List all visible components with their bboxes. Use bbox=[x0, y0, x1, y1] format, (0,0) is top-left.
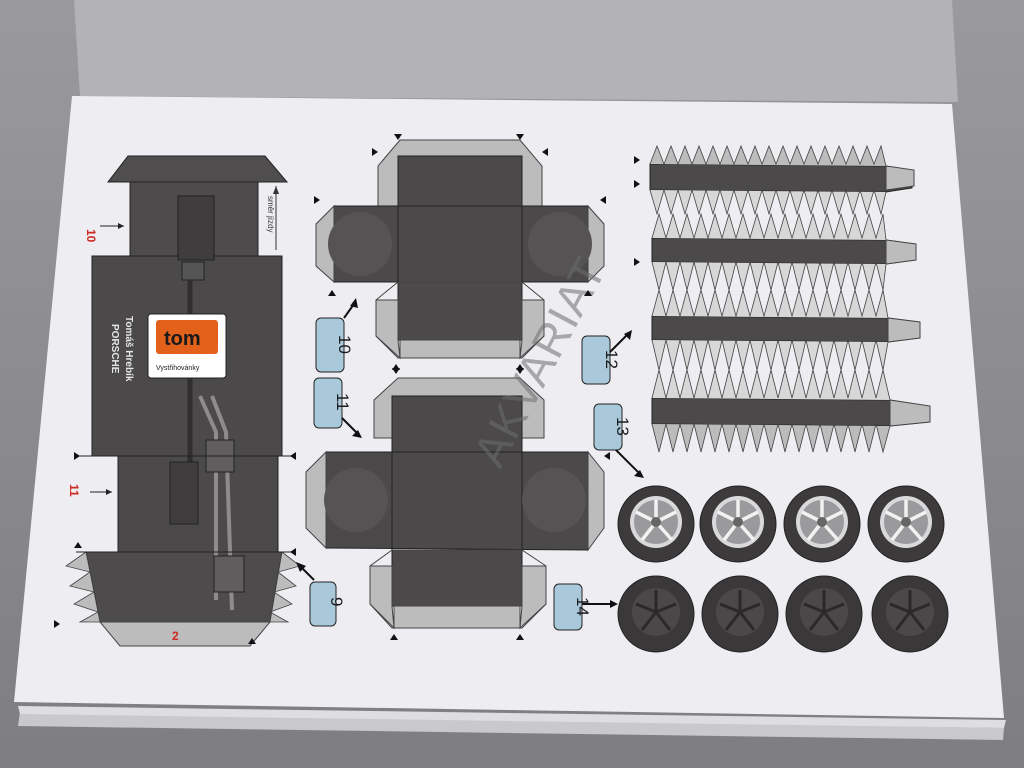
part-label-14: 14 bbox=[553, 583, 618, 631]
paper-stack-edge bbox=[18, 712, 1004, 740]
wheel-dark bbox=[785, 575, 863, 653]
marker-11-text: 11 bbox=[67, 484, 81, 497]
part-label-9: 9 bbox=[296, 562, 346, 627]
wheel-dark bbox=[701, 575, 779, 653]
label-12-text: 12 bbox=[602, 350, 621, 369]
wheels-row-14 bbox=[617, 575, 949, 653]
wheel-rim bbox=[617, 485, 695, 563]
wheel-dark bbox=[617, 575, 695, 653]
logo-brand: tom bbox=[164, 328, 201, 350]
marker-2-text: 2 bbox=[172, 629, 179, 643]
tom-logo: tom Vystřihovánky bbox=[147, 313, 227, 379]
label-10-text: 10 bbox=[335, 335, 354, 354]
back-page bbox=[74, 0, 958, 102]
part-11-net bbox=[305, 377, 605, 630]
part-label-12: 12 bbox=[581, 330, 632, 385]
part-10-net bbox=[315, 139, 605, 360]
alignment-marks bbox=[54, 134, 640, 644]
label-14-text: 14 bbox=[573, 597, 592, 616]
label-9-text: 9 bbox=[327, 597, 346, 606]
tire-tread-strips bbox=[649, 144, 931, 454]
marker-10-text: 10 bbox=[84, 229, 98, 243]
label-13-text: 13 bbox=[613, 417, 632, 436]
author-line-2: PORSCHE bbox=[109, 324, 120, 374]
marker-10-arrowhead bbox=[118, 223, 124, 229]
author-line-1: Tomáš Hrebík bbox=[123, 316, 134, 382]
marker-11-arrowhead bbox=[106, 489, 112, 495]
wheels-row-13 bbox=[617, 485, 945, 563]
label-11-text: 11 bbox=[333, 393, 352, 411]
part-label-13: 13 bbox=[593, 403, 644, 478]
wheel-rim bbox=[699, 485, 777, 563]
paper-stack-edge bbox=[18, 706, 1006, 728]
part-label-10: 10 bbox=[315, 298, 358, 373]
wheel-rim bbox=[867, 485, 945, 563]
direction-text: směr jízdy bbox=[266, 196, 275, 232]
wheel-rim bbox=[783, 485, 861, 563]
direction-arrowhead bbox=[273, 186, 279, 194]
wheel-dark bbox=[871, 575, 949, 653]
part-label-11: 11 bbox=[313, 377, 362, 438]
logo-sub: Vystřihovánky bbox=[156, 365, 200, 372]
